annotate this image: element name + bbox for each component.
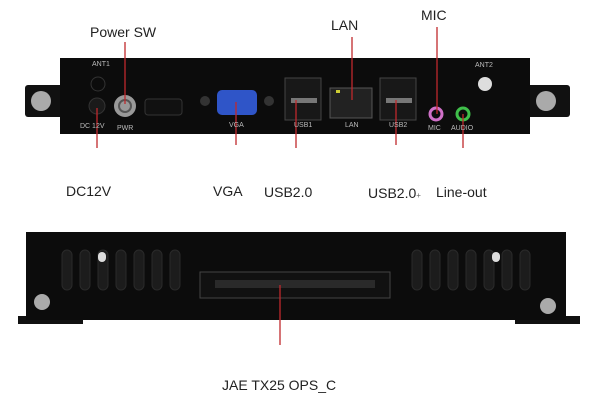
label-usb-right: USB2.0+ [368,185,421,201]
print-vga: VGA [229,122,244,129]
label-usb-right-text: USB2.0 [368,185,417,201]
print-dc: DC 12V [80,123,105,130]
leader-lines [96,27,464,345]
label-line-out: Line-out [436,184,487,200]
mic-jack [428,106,444,122]
print-ant2: ANT2 [475,62,493,69]
label-mic: MIC [421,7,447,23]
screw-icon [34,294,50,310]
power-button [114,95,136,117]
io-panel-front [25,58,570,134]
vga-port [217,90,257,115]
screw-icon [540,298,556,314]
print-pwr: PWR [117,125,134,132]
label-usb-left: USB2.0 [264,184,313,200]
hdmi-port [144,98,183,116]
print-audio: AUDIO [451,125,474,132]
print-lan: LAN [345,122,359,129]
label-vga: VGA [213,183,243,199]
ops-connector-side [18,232,580,324]
label-dc12v: DC12V [66,183,112,199]
label-usb-right-mark: + [416,191,421,200]
print-mic: MIC [428,125,441,132]
print-ant1: ANT1 [92,61,110,68]
antenna1-port [90,76,106,92]
print-usb2: USB2 [389,122,408,129]
screw-icon [31,91,51,111]
label-lan: LAN [331,17,359,33]
print-usb1: USB1 [294,122,313,129]
screw-icon [536,91,556,111]
label-jae-connector: JAE TX25 OPS_C [222,377,337,393]
antenna2-port [478,77,492,91]
label-power-sw: Power SW [90,24,157,40]
